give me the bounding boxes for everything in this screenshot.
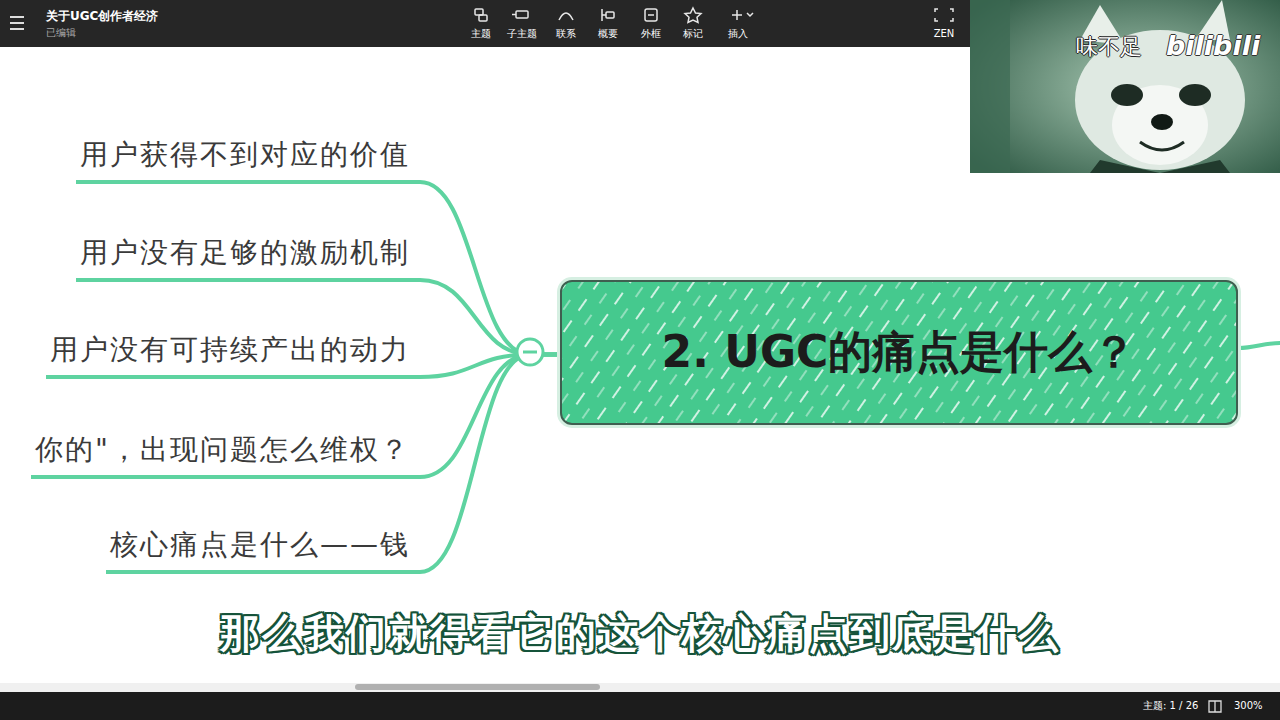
menu-icon: [10, 17, 24, 29]
status-bar: [0, 692, 1280, 720]
subtopic: 用户没有足够的激励机制: [76, 232, 420, 282]
subtopic: 用户获得不到对应的价值: [76, 134, 420, 184]
topic-text: 2. UGC的痛点是什么？: [662, 323, 1137, 382]
webcam-feed: [970, 0, 1280, 173]
zoom-level: 300%: [1234, 700, 1263, 712]
toolbar-label: 概要: [598, 28, 618, 40]
watermark-text: 味不足: [1076, 34, 1142, 60]
topic-text: 你的"，出现问题怎么维权？: [35, 431, 410, 469]
status-icon: [1209, 701, 1221, 712]
hatch-fill: [562, 282, 1236, 423]
subtitle: 那么我们就得看它的这个核心痛点到底是什么: [220, 609, 1060, 657]
toolbar-label: ZEN: [934, 28, 955, 40]
toolbar-label: 标记: [683, 28, 703, 40]
toolbar-label: 子主题: [507, 28, 537, 40]
topic-text: 用户没有可持续产出的动力: [50, 331, 410, 369]
save-status: 已编辑: [46, 27, 76, 39]
toolbar-label: 插入: [728, 28, 748, 40]
central-topic: 2. UGC的痛点是什么？: [560, 280, 1238, 425]
toolbar-label: 联系: [556, 28, 576, 40]
document-title: 关于UGC创作者经济: [46, 9, 158, 23]
scrollbar-track: [0, 683, 1280, 692]
topic-text: 核心痛点是什么——钱: [110, 526, 410, 564]
toolbar-label: 主题: [471, 28, 491, 40]
bilibili-logo: bilibili: [1166, 30, 1260, 62]
topic-text: 用户没有足够的激励机制: [80, 234, 410, 272]
toolbar-icons: [475, 8, 953, 23]
topic-counter: 主题: 1 / 26: [1143, 700, 1198, 712]
subtopic: 你的"，出现问题怎么维权？: [31, 429, 420, 479]
branch-connector: [420, 355, 560, 573]
scrollbar-thumb: [355, 684, 600, 690]
branch-connector: [420, 182, 560, 355]
subtopic: 用户没有可持续产出的动力: [46, 329, 420, 379]
collapse-minus: [523, 351, 537, 354]
collapse-button: [517, 339, 543, 365]
topic-text: 用户获得不到对应的价值: [80, 136, 410, 174]
toolbar-label: 外框: [641, 28, 661, 40]
subtopic: 核心痛点是什么——钱: [106, 524, 420, 574]
outgoing-branch: [1238, 343, 1280, 348]
